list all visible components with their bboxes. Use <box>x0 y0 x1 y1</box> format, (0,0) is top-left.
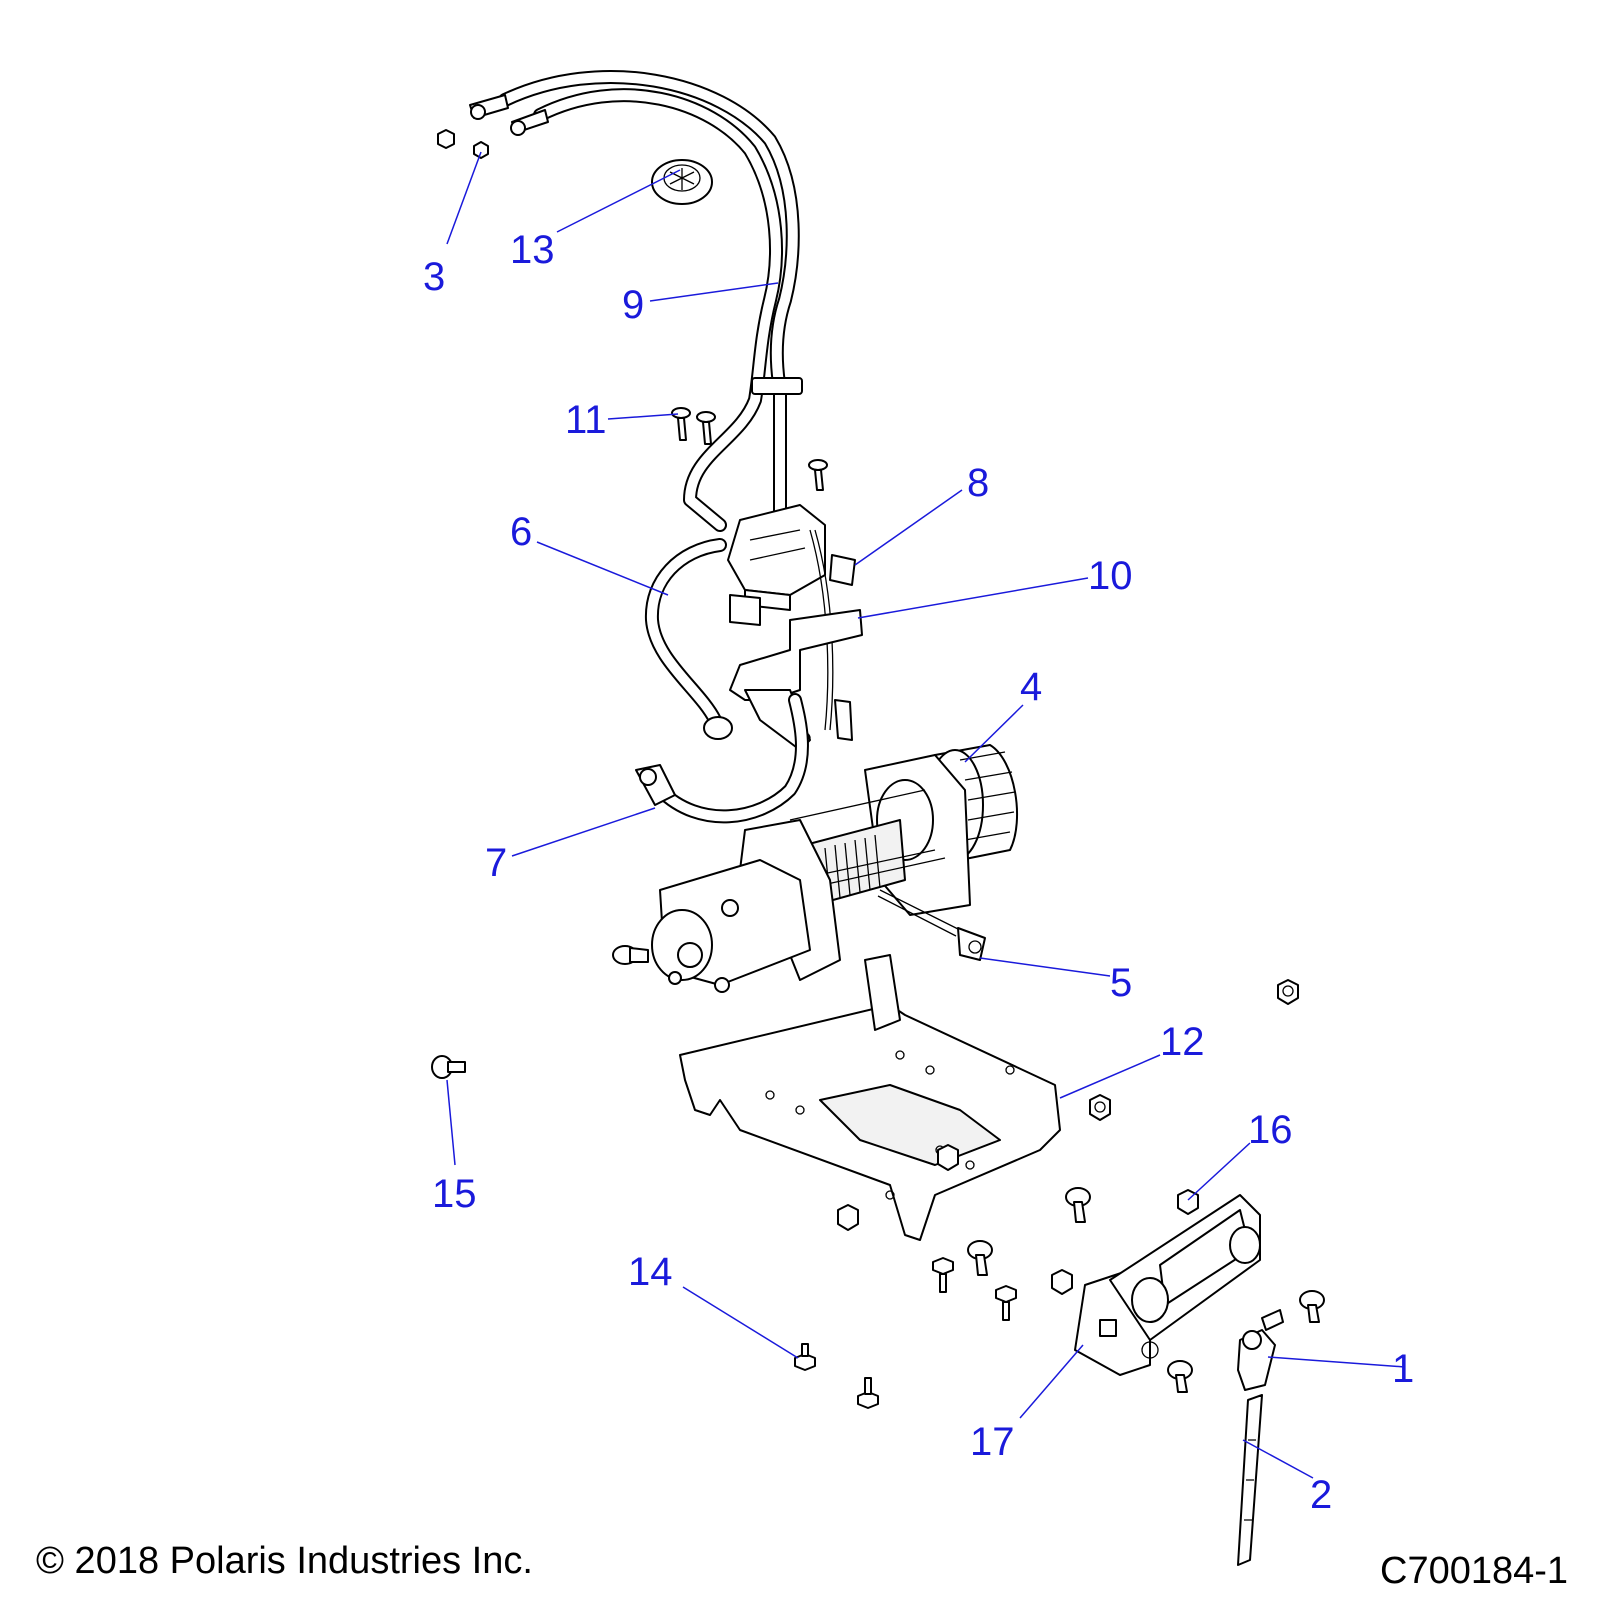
drawing-number: C700184-1 <box>1380 1550 1569 1592</box>
callout-17: 17 <box>970 1420 1015 1464</box>
leader-lines <box>446 151 1406 1479</box>
ground-cable <box>635 693 809 824</box>
callout-12: 12 <box>1160 1020 1205 1064</box>
winch-mount-plate <box>679 954 1061 1241</box>
bolt-15 <box>431 1055 466 1079</box>
terminal-nuts <box>437 129 489 159</box>
callout-16: 16 <box>1248 1108 1293 1152</box>
callout-11: 11 <box>565 398 607 442</box>
callout-15: 15 <box>432 1172 477 1216</box>
grommet <box>651 159 713 205</box>
callout-1: 1 <box>1392 1347 1414 1391</box>
roller-fairlead <box>1074 1194 1261 1376</box>
winch <box>651 744 1019 993</box>
callout-7: 7 <box>485 841 507 885</box>
screws-11 <box>671 407 828 491</box>
copyright-notice: © 2018 Polaris Industries Inc. <box>36 1540 533 1582</box>
hook-assembly <box>1237 1309 1284 1566</box>
callout-10: 10 <box>1088 554 1133 598</box>
callout-8: 8 <box>967 461 989 505</box>
callout-3: 3 <box>423 255 445 299</box>
bolts-14 <box>794 1257 1017 1409</box>
power-cable-assembly <box>469 70 803 537</box>
winch-rope-hook <box>877 889 986 961</box>
callout-4: 4 <box>1020 665 1042 709</box>
contactor <box>727 504 856 626</box>
wire-harness <box>644 529 853 741</box>
winch-bolt <box>612 945 649 965</box>
callout-5: 5 <box>1110 961 1132 1005</box>
callout-13: 13 <box>510 228 555 272</box>
callout-14: 14 <box>628 1250 673 1294</box>
callout-9: 9 <box>622 283 644 327</box>
callout-6: 6 <box>510 510 532 554</box>
callout-labels: 1 2 3 4 5 6 7 8 9 10 11 12 13 14 15 16 1… <box>423 228 1414 1517</box>
callout-2: 2 <box>1310 1473 1332 1517</box>
